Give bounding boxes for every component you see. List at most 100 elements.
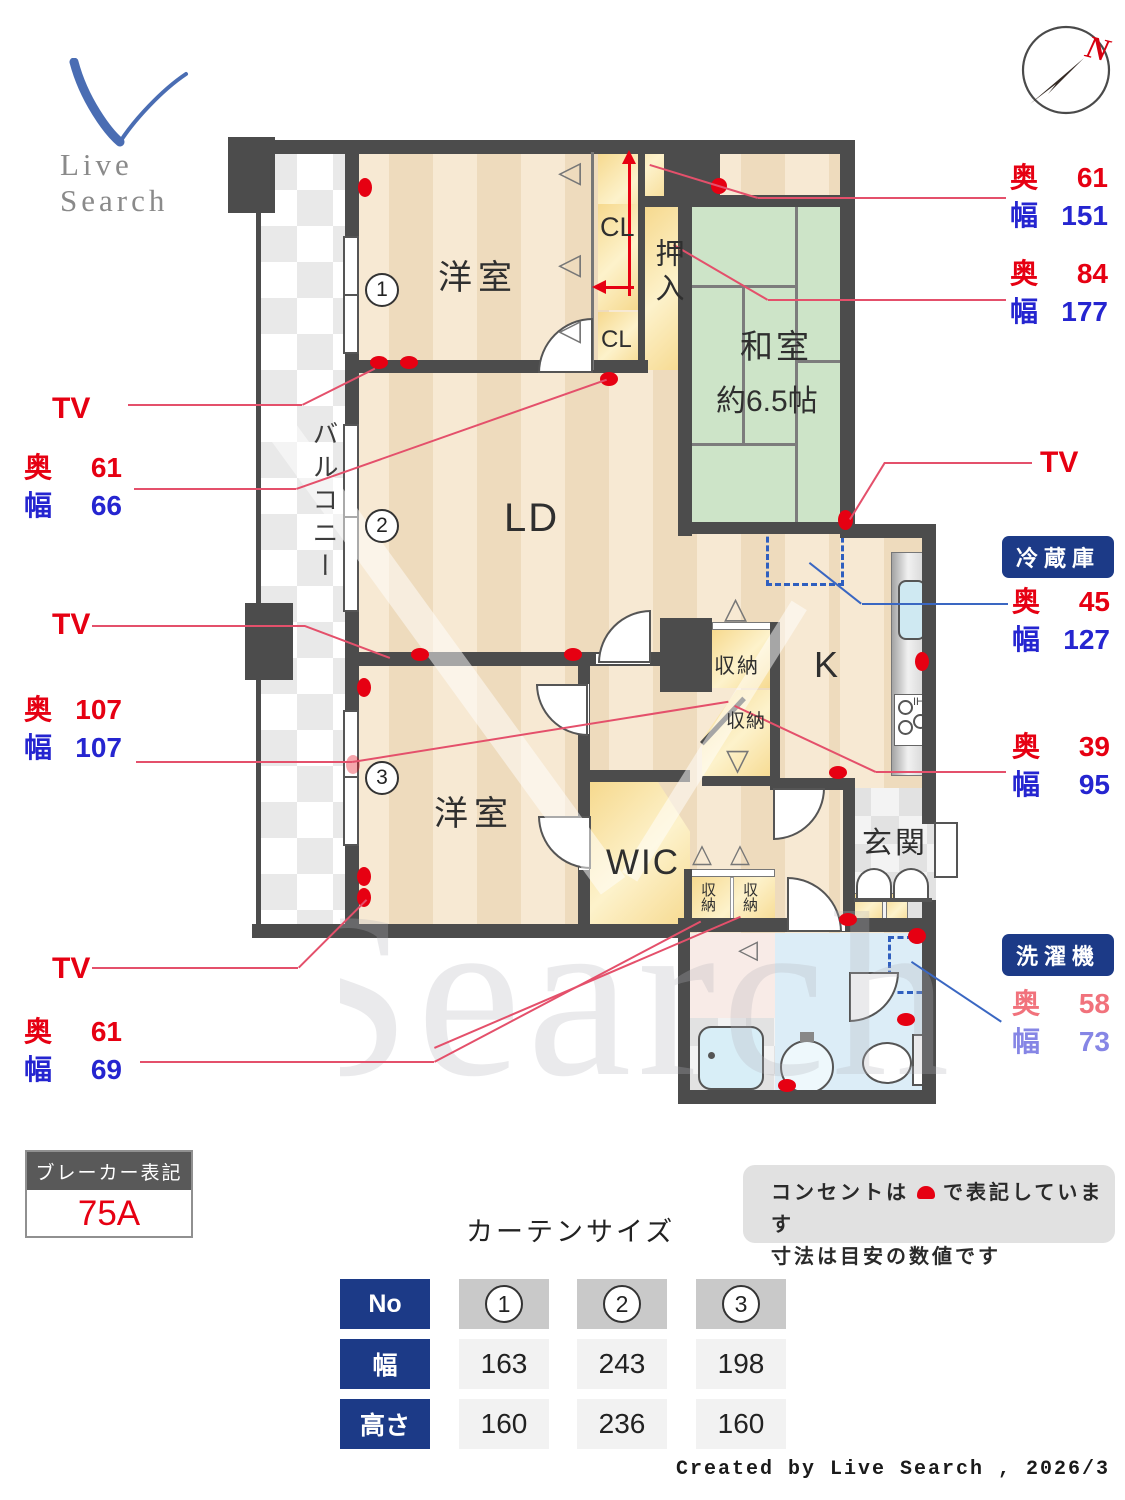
wall [678, 930, 690, 1104]
notes-box: コンセントはで表記しています 寸法は目安の数値です [743, 1165, 1115, 1268]
measure-arrowhead-icon [622, 150, 636, 164]
logo-check-icon [69, 57, 188, 147]
curtain-width-cell: 243 [577, 1339, 667, 1389]
dim-width-value: 107 [75, 732, 122, 763]
curtain-no-cell: 3 [696, 1279, 786, 1329]
breaker-box: ブレーカー表記 75A [25, 1150, 193, 1238]
dim-width-label: 幅 [1010, 296, 1039, 327]
dim-depth-value: 61 [90, 452, 122, 483]
balcony-area [256, 154, 345, 928]
dim-fridge: 奥 45 幅 127 [1012, 586, 1110, 662]
room-label-cl-top: CL [600, 212, 635, 242]
dim-width-label: 幅 [24, 1054, 53, 1085]
dim-depth-label: 奥 [1012, 586, 1041, 617]
dim-width-label: 幅 [1012, 624, 1041, 655]
room-label-ld: LD [504, 496, 560, 540]
window [343, 710, 359, 846]
outlet-marker [411, 648, 429, 661]
tatami-line [692, 443, 795, 446]
folding-door-icon: ◁ [558, 314, 582, 347]
outlet-icon [917, 1186, 935, 1199]
outlet-marker [897, 1013, 915, 1026]
outlet-marker [838, 510, 853, 530]
window-divider [343, 294, 359, 296]
outlet-marker [839, 913, 857, 926]
tv-outlet-label: TV [52, 392, 91, 425]
outlet-marker [346, 755, 360, 774]
compass: N [1021, 25, 1114, 115]
dim-depth-label: 奥 [1012, 731, 1041, 762]
curtain-height-cell: 160 [459, 1399, 549, 1449]
room-label-genkan: 玄関 [862, 827, 928, 860]
dim-depth-label: 奥 [24, 452, 53, 483]
fridge-badge: 冷蔵庫 [1002, 536, 1114, 578]
dim-width-value: 127 [1063, 624, 1110, 655]
wall [678, 1090, 936, 1104]
wall [640, 196, 686, 207]
room-label-kitchen: K [814, 644, 839, 685]
folding-door-icon: ▽ [726, 744, 750, 777]
wall [252, 924, 690, 938]
ih-label: IH [913, 696, 924, 708]
marker-number: 2 [376, 514, 388, 537]
stove-burner-icon [898, 700, 913, 715]
measure-arrow [604, 286, 634, 289]
leader-line [128, 404, 302, 407]
curtain-width-cell: 163 [459, 1339, 549, 1389]
room-label-washitsu: 和室 [740, 328, 812, 365]
dim-depth-value: 58 [1078, 988, 1110, 1019]
wall [702, 776, 772, 786]
leader-line [136, 761, 352, 764]
dim-depth-value: 107 [75, 694, 122, 725]
circled-number: 1 [485, 1285, 523, 1323]
folding-door-icon: △ [730, 838, 750, 868]
dim-width-label: 幅 [1012, 769, 1041, 800]
room-label-storage-upper: 収納 [714, 655, 760, 678]
folding-door-icon: ◁ [558, 248, 582, 281]
measure-arrowhead-icon [592, 280, 606, 294]
outlet-marker [358, 178, 372, 197]
wall [638, 152, 645, 370]
credit-text: Created by Live Search , 2026/3 [675, 1458, 1110, 1481]
dim-depth-value: 45 [1078, 586, 1110, 617]
room-label-storage-a: 収納 [699, 882, 716, 912]
outlet-marker [778, 1079, 796, 1092]
outlet-marker [908, 928, 926, 944]
room-label-balcony: バルコニー [309, 420, 339, 585]
dim-depth-label: 奥 [1010, 258, 1039, 289]
stove-burner-icon [898, 720, 913, 735]
folding-door-icon: ◁ [738, 934, 758, 964]
leader-line [758, 197, 1006, 200]
wall [678, 522, 846, 534]
dim-depth-value: 84 [1076, 258, 1108, 289]
circled-number: 2 [603, 1285, 641, 1323]
bathtub-drain-icon [708, 1052, 715, 1059]
marker-number: 3 [376, 766, 388, 789]
folding-door-icon: ◁ [558, 156, 582, 189]
closet-front-line [591, 152, 594, 370]
watermark-text-wrap: Search [340, 890, 980, 1130]
outlet-marker [564, 648, 582, 661]
wall [840, 524, 936, 538]
curtain-table-title: カーテンサイズ [466, 1217, 676, 1247]
curtain-height-cell: 236 [577, 1399, 667, 1449]
curtain-no-cell: 1 [459, 1279, 549, 1329]
leader-line [92, 625, 305, 628]
room-label-bedroom1: 洋室 [438, 259, 518, 297]
wall [922, 524, 936, 824]
dim-depth-value: 61 [1076, 162, 1108, 193]
curtain-header-no: No [340, 1279, 430, 1329]
leader-line [134, 488, 296, 491]
faucet-icon [800, 1032, 814, 1042]
tatami-line [798, 360, 840, 363]
room-label-oshiire: 押入 [651, 238, 683, 308]
note-line-2: 寸法は目安の数値です [771, 1246, 1001, 1268]
room-label-bedroom2: 洋室 [434, 795, 514, 833]
dim-depth-label: 奥 [1010, 162, 1039, 193]
